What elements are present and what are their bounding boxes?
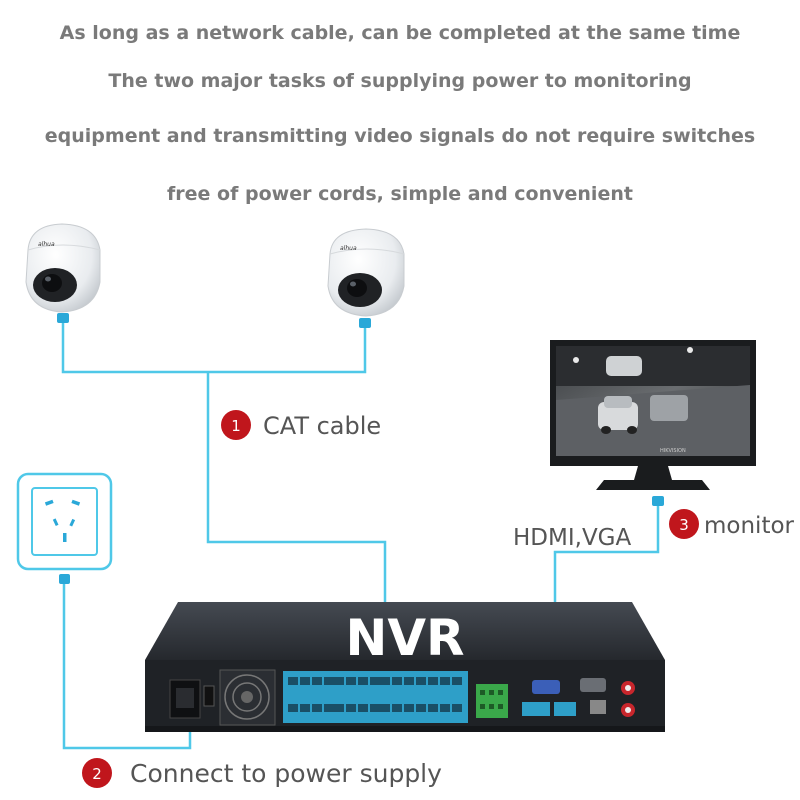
nvr-title: NVR bbox=[345, 609, 464, 667]
cat-cable-camera-1 bbox=[63, 322, 208, 372]
camera-1-plug bbox=[57, 313, 69, 323]
camera-1-brand-logo: alhua bbox=[38, 241, 55, 248]
nvr-recorder: NVR bbox=[145, 602, 665, 732]
monitor: HIKVISION bbox=[550, 340, 756, 490]
step-1-label: CAT cable bbox=[263, 412, 381, 440]
dome-camera-2: alhua bbox=[328, 229, 404, 316]
step-3-callout: 3 monitor bbox=[669, 509, 795, 539]
monitor-plug bbox=[652, 496, 664, 506]
nvr-vga-port bbox=[532, 680, 560, 694]
step-3-number: 3 bbox=[679, 516, 689, 534]
monitor-stand-base bbox=[596, 480, 710, 490]
nvr-lan-port bbox=[590, 700, 606, 714]
step-1-callout: 1 CAT cable bbox=[221, 410, 381, 440]
cat-cable-camera-2 bbox=[208, 326, 365, 372]
nvr-power-switch bbox=[204, 686, 214, 706]
camera-2-brand-logo: alhua bbox=[340, 245, 357, 252]
screen-car-3 bbox=[650, 395, 688, 421]
nvr-usb-port bbox=[554, 702, 576, 716]
step-1-number: 1 bbox=[231, 417, 241, 435]
camera-2-lens bbox=[347, 279, 367, 297]
nvr-serial-port bbox=[580, 678, 606, 692]
hdmi-vga-label: HDMI,VGA bbox=[513, 525, 632, 551]
step-2-label: Connect to power supply bbox=[130, 759, 442, 788]
outlet-slot-ground bbox=[63, 533, 67, 542]
screen-car-2 bbox=[606, 356, 642, 376]
step-2-number: 2 bbox=[92, 765, 102, 783]
camera-1-lens bbox=[42, 274, 62, 292]
step-3-label: monitor bbox=[704, 513, 795, 539]
monitor-brand-logo: HIKVISION bbox=[660, 448, 686, 454]
wall-outlet bbox=[18, 474, 111, 569]
step-2-callout: 2 Connect to power supply bbox=[82, 758, 442, 788]
nvr-alarm-terminal bbox=[476, 684, 508, 718]
outlet-plug bbox=[59, 574, 70, 584]
camera-2-plug bbox=[359, 318, 371, 328]
dome-camera-1: alhua bbox=[26, 224, 100, 312]
monitor-neck bbox=[634, 466, 672, 480]
nvr-hdmi-port bbox=[522, 702, 550, 716]
